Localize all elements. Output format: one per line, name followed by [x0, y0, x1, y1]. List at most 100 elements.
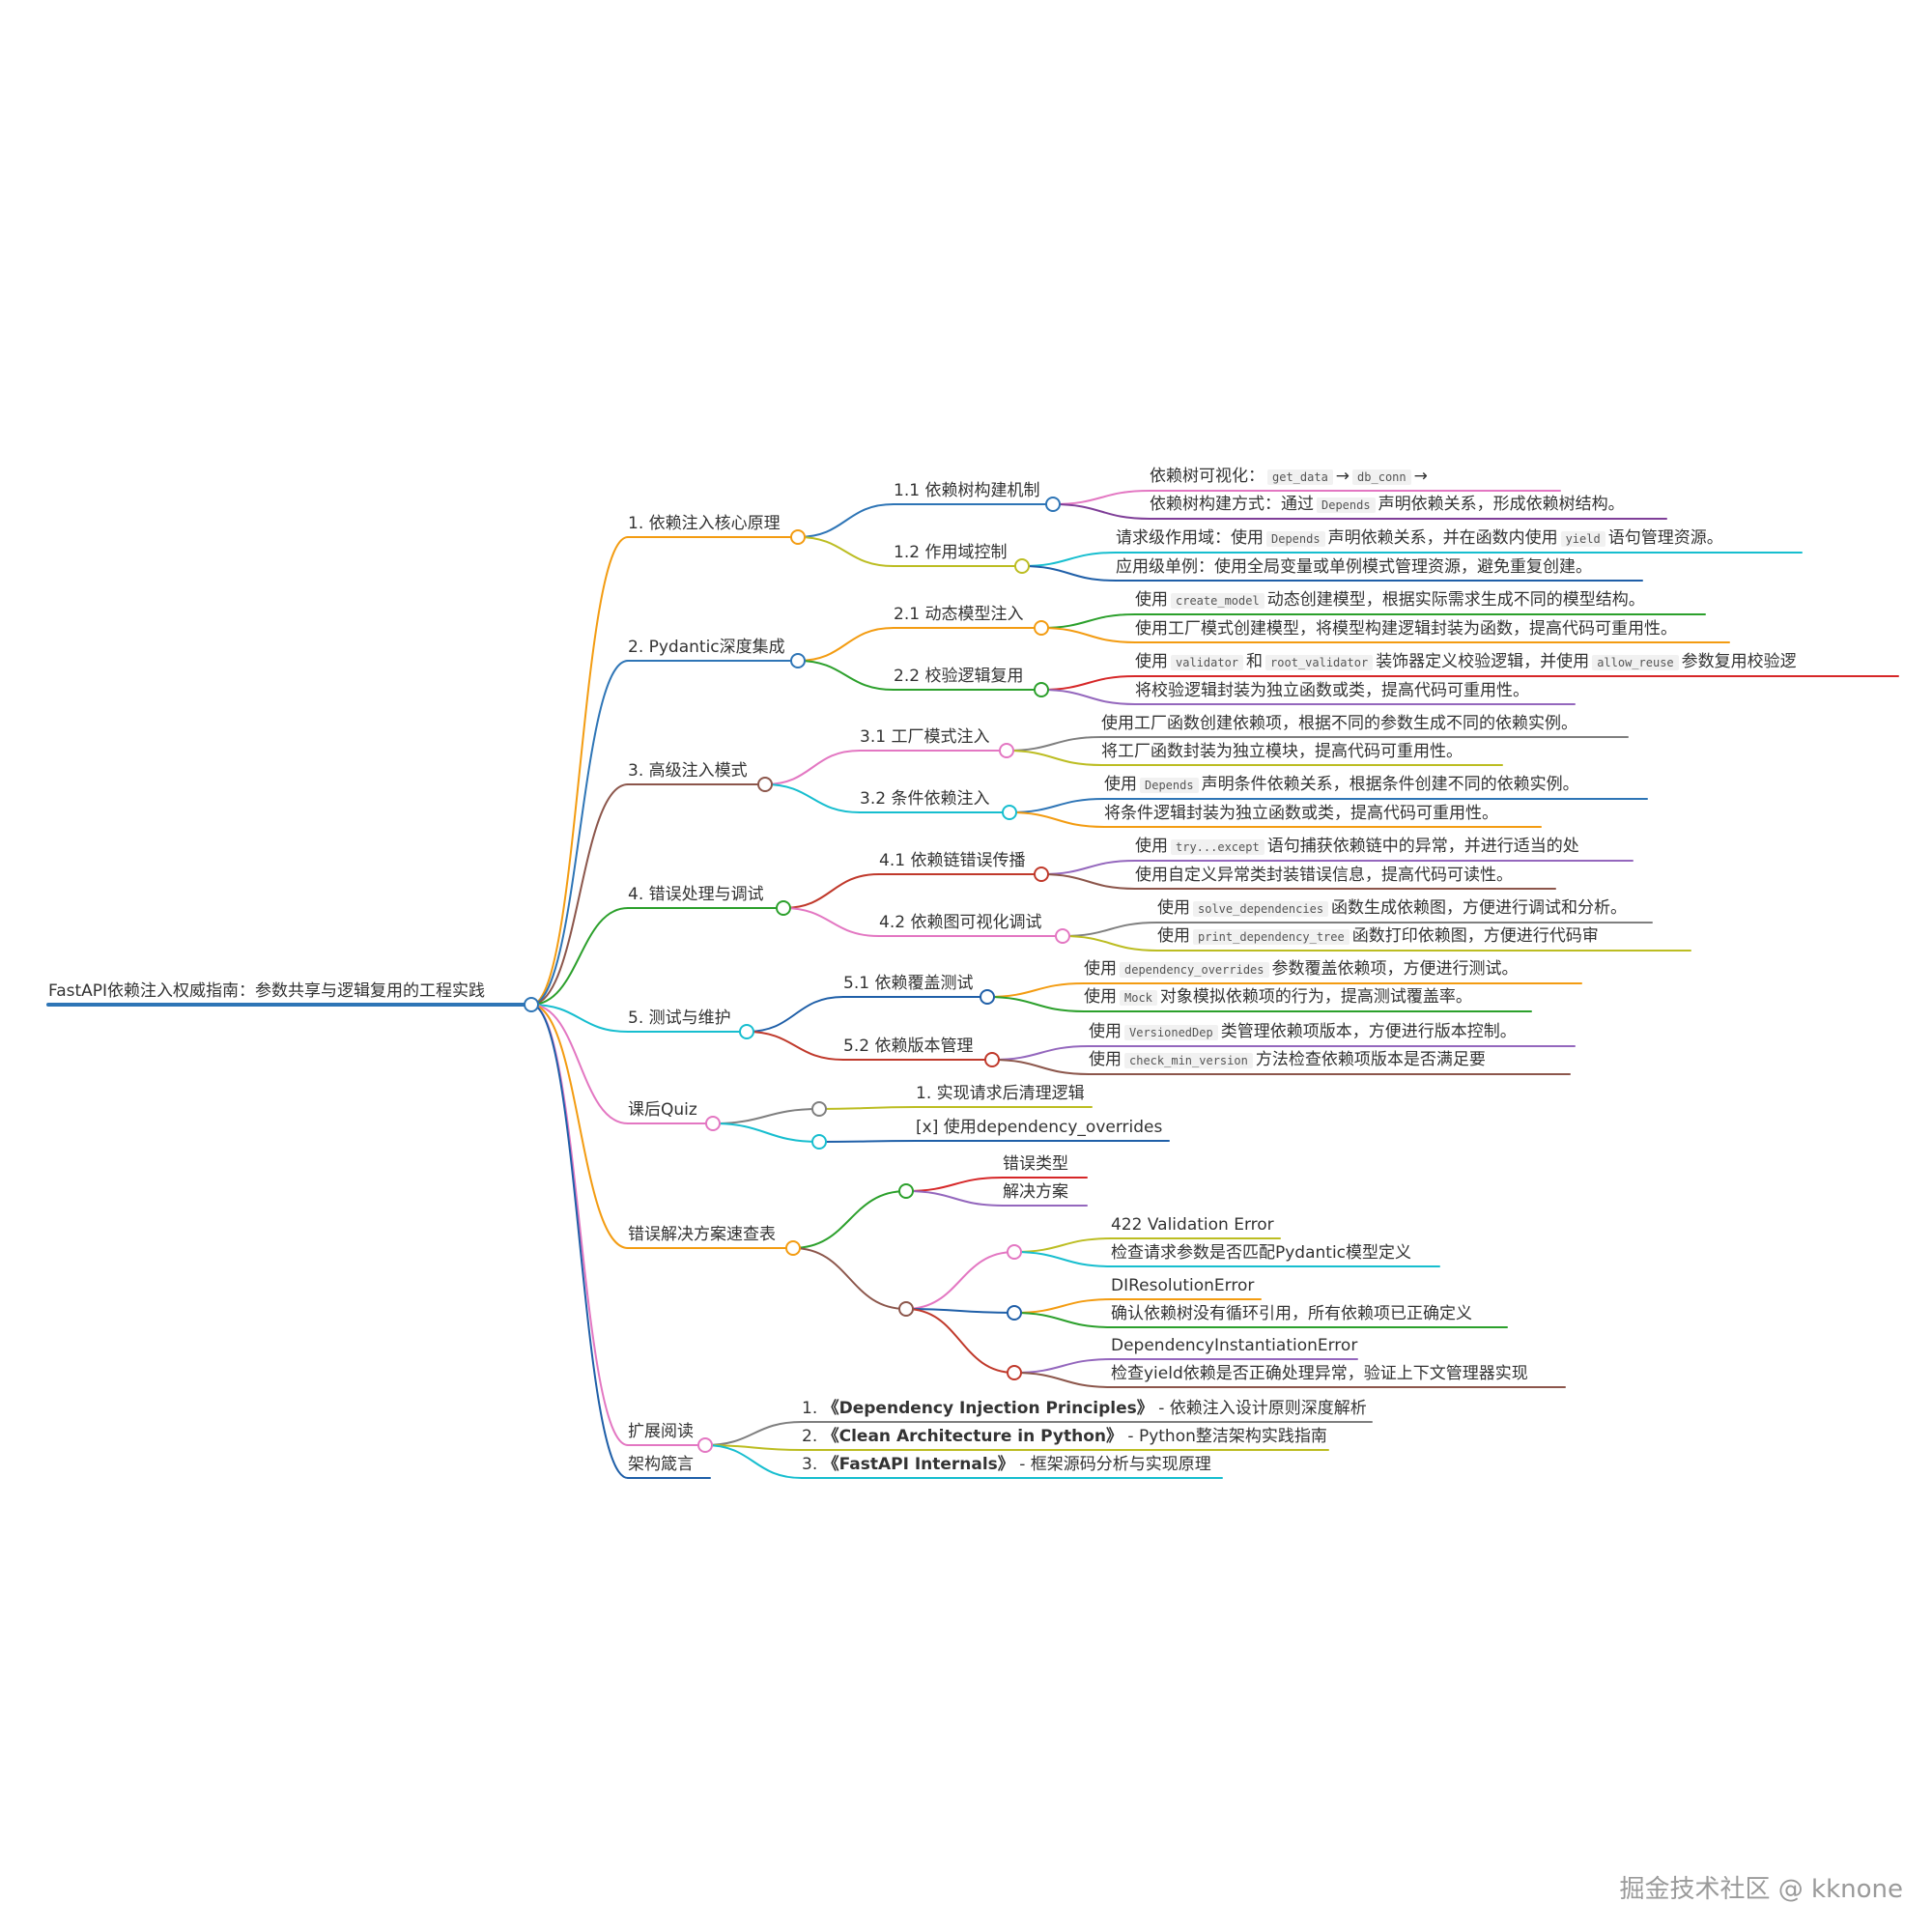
node-label-s8c[interactable]: 3. 《FastAPI Internals》 - 框架源码分析与实现原理 — [802, 1454, 1211, 1478]
label-text: 错误类型 — [1003, 1154, 1068, 1174]
node-label-s8b[interactable]: 2. 《Clean Architecture in Python》 - Pyth… — [802, 1426, 1327, 1450]
code-snippet: Depends — [1317, 497, 1376, 513]
connector-s7b3 — [905, 1308, 1015, 1374]
node-label-s3b2[interactable]: 将条件逻辑封装为独立函数或类，提高代码可重用性。 — [1104, 803, 1498, 827]
node-handle-s4b — [1055, 928, 1070, 944]
node-label-s1[interactable]: 1. 依赖注入核心原理 — [628, 513, 781, 537]
node-label-s5b[interactable]: 5.2 依赖版本管理 — [843, 1036, 973, 1060]
node-handle-s6 — [705, 1116, 721, 1131]
label-text: 和 — [1246, 652, 1264, 671]
node-label-s7b2b[interactable]: 确认依赖树没有循环引用，所有依赖项已正确定义 — [1111, 1303, 1472, 1327]
node-label-s6b1[interactable]: [x] 使用dependency_overrides — [916, 1117, 1162, 1141]
label-text: 使用 — [1135, 590, 1168, 610]
node-label-root[interactable]: FastAPI依赖注入权威指南：参数共享与逻辑复用的工程实践 — [48, 980, 485, 1005]
book-title: 《FastAPI Internals》 — [822, 1455, 1014, 1474]
code-snippet: Mock — [1120, 990, 1157, 1006]
label-text: 使用 — [1157, 926, 1190, 946]
code-snippet: Depends — [1266, 531, 1325, 547]
label-text: 使用 — [1089, 1022, 1122, 1041]
label-text: 将校验逻辑封装为独立函数或类，提高代码可重用性。 — [1135, 681, 1529, 700]
label-text: 3. 高级注入模式 — [628, 761, 748, 781]
label-text: [x] 使用dependency_overrides — [916, 1118, 1163, 1137]
node-label-s1a1[interactable]: 依赖树可视化：get_data→db_conn→ — [1150, 466, 1428, 491]
node-label-s7b3a[interactable]: DependencyInstantiationError — [1111, 1335, 1357, 1359]
label-text: 2.2 校验逻辑复用 — [894, 667, 1024, 686]
label-text: 函数打印依赖图，方便进行代码审 — [1351, 926, 1599, 946]
node-label-s3[interactable]: 3. 高级注入模式 — [628, 760, 748, 784]
node-label-s8[interactable]: 扩展阅读 — [628, 1421, 694, 1445]
node-handle-s8 — [697, 1437, 713, 1453]
node-handle-s7b — [898, 1301, 914, 1317]
label-text: 使用 — [1104, 775, 1137, 794]
node-label-s7b1a[interactable]: 422 Validation Error — [1111, 1214, 1274, 1238]
node-label-s7b2a[interactable]: DIResolutionError — [1111, 1275, 1254, 1299]
node-label-s7[interactable]: 错误解决方案速查表 — [628, 1224, 776, 1248]
connector-s4b — [782, 907, 880, 937]
node-handle-s2a — [1034, 620, 1049, 636]
node-label-s2a[interactable]: 2.1 动态模型注入 — [894, 604, 1023, 628]
node-label-s4b[interactable]: 4.2 依赖图可视化调试 — [879, 912, 1041, 936]
connector-s3a — [764, 750, 861, 785]
node-handle-s6b — [811, 1134, 827, 1150]
node-label-s6[interactable]: 课后Quiz — [628, 1099, 697, 1123]
node-label-s6a1[interactable]: 1. 实现请求后清理逻辑 — [916, 1083, 1085, 1107]
label-text: 4.1 依赖链错误传播 — [879, 851, 1026, 870]
node-label-s7b1b[interactable]: 检查请求参数是否匹配Pydantic模型定义 — [1111, 1242, 1411, 1266]
label-text: 函数生成依赖图，方便进行调试和分析。 — [1331, 898, 1628, 918]
code-snippet: dependency_overrides — [1120, 962, 1269, 978]
label-text: 使用 — [1157, 898, 1190, 918]
connector-s8a — [704, 1421, 803, 1446]
node-label-s1b[interactable]: 1.2 作用域控制 — [894, 542, 1007, 566]
connector-s5 — [530, 1004, 629, 1033]
label-text: 架构箴言 — [628, 1455, 694, 1474]
node-label-s3a[interactable]: 3.1 工厂模式注入 — [860, 726, 989, 751]
code-snippet: print_dependency_tree — [1193, 929, 1350, 945]
label-text: 确认依赖树没有循环引用，所有依赖项已正确定义 — [1111, 1304, 1472, 1323]
label-text: 1. — [802, 1399, 823, 1418]
node-handle-s1a — [1045, 497, 1061, 512]
connector-s2b2 — [1040, 689, 1136, 705]
label-text: 动态创建模型，根据实际需求生成不同的模型结构。 — [1266, 590, 1645, 610]
node-label-s2b2[interactable]: 将校验逻辑封装为独立函数或类，提高代码可重用性。 — [1135, 680, 1529, 704]
label-text: 3. — [802, 1455, 823, 1474]
label-text: DIResolutionError — [1111, 1276, 1255, 1295]
node-label-s4a2[interactable]: 使用自定义异常类封装错误信息，提高代码可读性。 — [1135, 865, 1513, 889]
label-text: 声明条件依赖关系，根据条件创建不同的依赖实例。 — [1201, 775, 1579, 794]
node-label-s2[interactable]: 2. Pydantic深度集成 — [628, 637, 785, 661]
connector-s1b — [797, 536, 895, 567]
node-label-s9[interactable]: 架构箴言 — [628, 1454, 694, 1478]
node-label-s8a[interactable]: 1. 《Dependency Injection Principles》 - 依… — [802, 1398, 1367, 1422]
node-label-s1a[interactable]: 1.1 依赖树构建机制 — [894, 480, 1039, 504]
node-label-s4[interactable]: 4. 错误处理与调试 — [628, 884, 764, 908]
node-label-s3b[interactable]: 3.2 条件依赖注入 — [860, 788, 989, 812]
node-label-s1b2[interactable]: 应用级单例：使用全局变量或单例模式管理资源，避免重复创建。 — [1116, 556, 1592, 581]
node-label-s7a2[interactable]: 解决方案 — [1003, 1181, 1068, 1206]
code-snippet: try...except — [1171, 839, 1264, 855]
node-label-s3a2[interactable]: 将工厂函数封装为独立模块，提高代码可重用性。 — [1101, 741, 1463, 765]
node-label-s7b3b[interactable]: 检查yield依赖是否正确处理异常，验证上下文管理器实现 — [1111, 1363, 1528, 1387]
node-handle-s1 — [790, 529, 806, 545]
label-text: 使用 — [1135, 837, 1168, 856]
label-text: 4. 错误处理与调试 — [628, 885, 764, 904]
connector-s5a2 — [986, 996, 1085, 1012]
node-label-s3a1[interactable]: 使用工厂函数创建依赖项，根据不同的参数生成不同的依赖实例。 — [1101, 713, 1577, 737]
node-label-s5[interactable]: 5. 测试与维护 — [628, 1008, 731, 1032]
node-label-s2b[interactable]: 2.2 校验逻辑复用 — [894, 666, 1023, 690]
node-label-s2a2[interactable]: 使用工厂模式创建模型，将模型构建逻辑封装为函数，提高代码可重用性。 — [1135, 618, 1677, 642]
node-label-s7a1[interactable]: 错误类型 — [1003, 1153, 1068, 1178]
node-label-s5a[interactable]: 5.1 依赖覆盖测试 — [843, 973, 973, 997]
node-label-s4a[interactable]: 4.1 依赖链错误传播 — [879, 850, 1025, 874]
code-snippet: yield — [1560, 531, 1605, 547]
